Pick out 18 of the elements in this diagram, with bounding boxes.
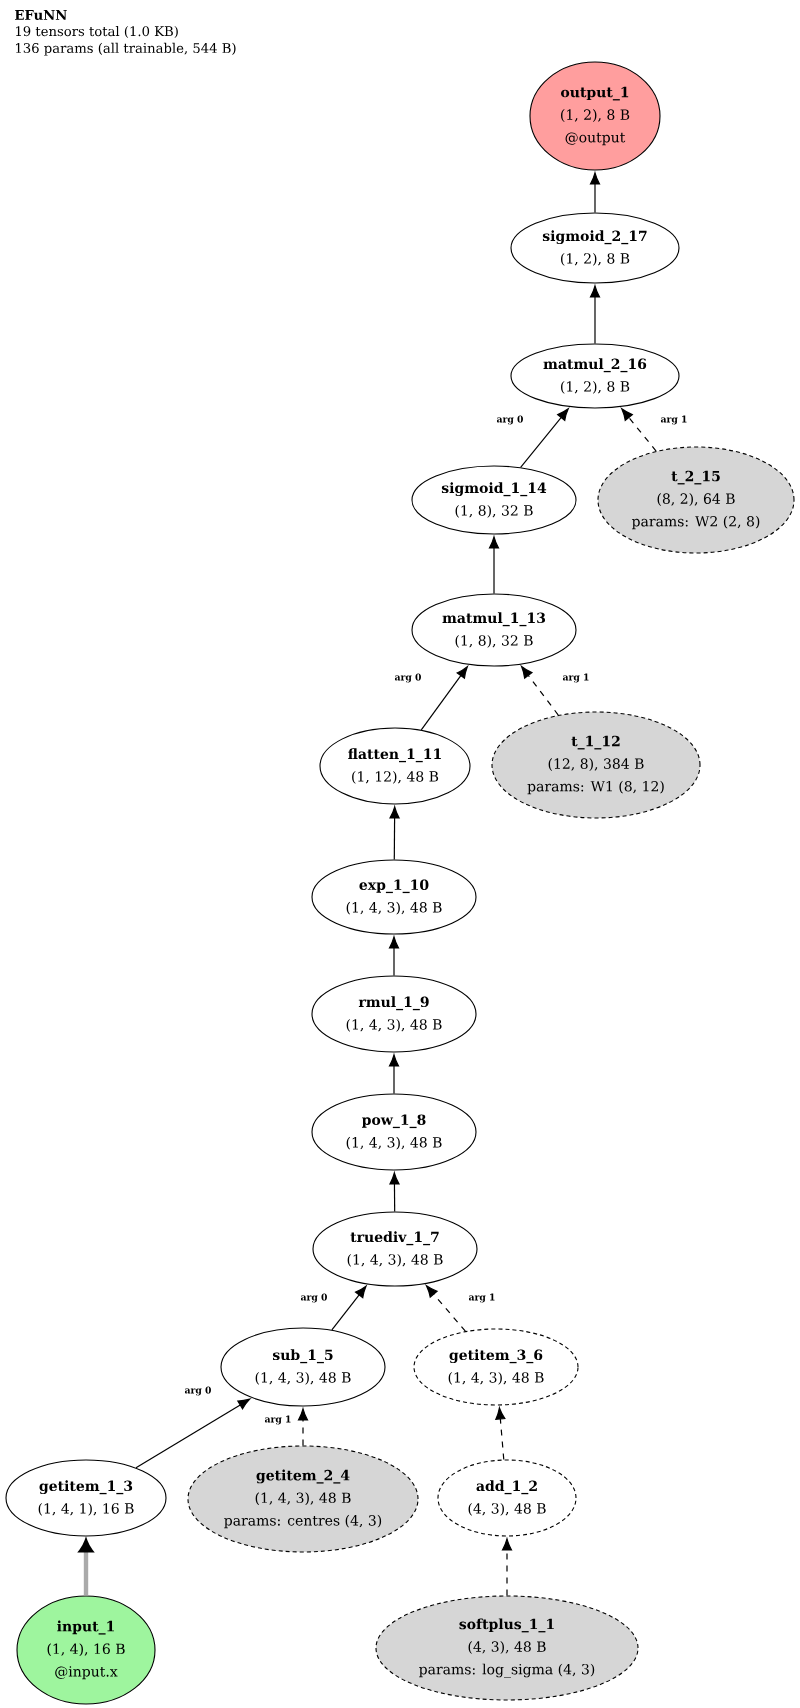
arrow <box>388 936 400 977</box>
arrow <box>78 1539 94 1596</box>
arrow <box>520 408 569 468</box>
arrow <box>589 285 601 345</box>
arrow <box>388 1054 400 1095</box>
arrow <box>589 172 601 214</box>
arrow <box>425 1285 466 1332</box>
arrow <box>501 1538 513 1597</box>
arrow <box>389 806 400 861</box>
arrow <box>331 1285 367 1331</box>
arrow <box>495 1407 506 1461</box>
arrow <box>389 1172 400 1213</box>
arrow <box>135 1398 251 1469</box>
arrow <box>488 536 500 595</box>
arrow <box>297 1408 309 1447</box>
arrow <box>521 665 559 716</box>
arrow <box>621 408 657 452</box>
arrow <box>420 666 468 731</box>
